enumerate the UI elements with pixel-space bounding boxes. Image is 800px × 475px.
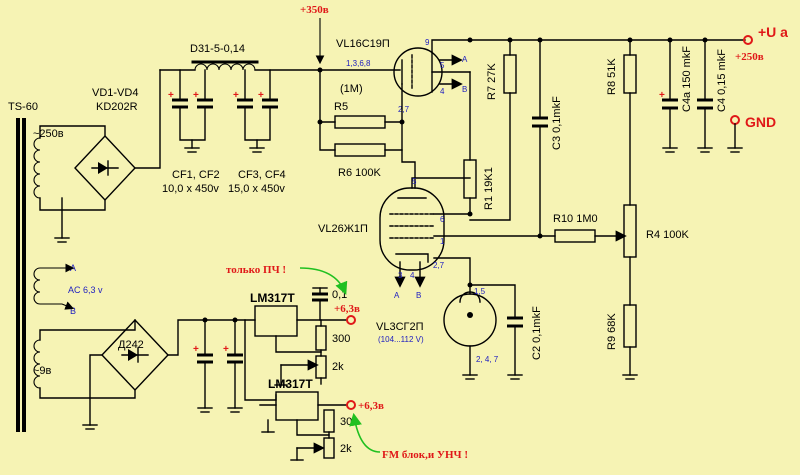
vl1-pin5: 5 bbox=[440, 61, 445, 70]
vl3-top-pins: 1,5 bbox=[474, 287, 486, 296]
transformer-name: TS-60 bbox=[8, 101, 38, 113]
svg-text:+: + bbox=[258, 90, 264, 101]
vl2-pin6: 6 bbox=[440, 215, 445, 224]
bridge-hv bbox=[74, 69, 161, 202]
c3-label: C3 0,1mkF bbox=[551, 96, 563, 150]
bridge-lv-name: Д242 bbox=[118, 339, 144, 351]
resistor-r6 bbox=[334, 143, 386, 157]
vl2-pin1: 1 bbox=[440, 237, 445, 246]
bridge-hv-name: VD1-VD4 bbox=[92, 87, 138, 99]
vl1-pin4: 4 bbox=[440, 87, 445, 96]
resistor-r5 bbox=[334, 115, 386, 129]
regulator-1 bbox=[254, 305, 298, 337]
resistor-r8 bbox=[623, 54, 637, 94]
r1-label: R1 19K1 bbox=[483, 167, 495, 210]
c4a-label: C4a 150 mkF bbox=[681, 46, 693, 112]
choke-inductor bbox=[191, 60, 259, 71]
vl1-cathode-pins: 2,7 bbox=[398, 105, 410, 114]
tube-vl1 bbox=[393, 47, 471, 97]
r5-value: (1M) bbox=[340, 83, 363, 95]
vl2-out-a: A bbox=[394, 291, 400, 300]
cf3-cf4-value: 15,0 х 450v bbox=[228, 183, 285, 195]
tube-vl3 bbox=[443, 284, 497, 376]
c4-label: C4 0,15 mkF bbox=[716, 49, 728, 112]
reg2-r-bot bbox=[323, 437, 335, 459]
cf1-cf2-name: CF1, CF2 bbox=[172, 169, 220, 181]
svg-text:+: + bbox=[193, 90, 199, 101]
r10-label: R10 1M0 bbox=[553, 213, 598, 225]
regulator-2 bbox=[275, 391, 319, 421]
reg1-r-top bbox=[315, 325, 327, 351]
vl3-bottom-pins: 2, 4, 7 bbox=[476, 355, 499, 364]
reg1-output: +6,3в bbox=[334, 303, 360, 315]
lv-winding-label: ~9в bbox=[33, 365, 52, 377]
r9-label: R9 68K bbox=[606, 313, 618, 350]
r6-label: R6 100K bbox=[338, 167, 381, 179]
out-gnd-label: GND bbox=[745, 114, 776, 130]
svg-text:+: + bbox=[233, 90, 239, 101]
note-fm-block: FM блок,и УНЧ ! bbox=[382, 449, 468, 461]
vl1-out-a: A bbox=[462, 55, 468, 64]
resistor-r7 bbox=[503, 54, 517, 94]
hv-winding-label: ~250в bbox=[33, 128, 64, 140]
supply-voltage-label: +350в bbox=[300, 4, 329, 16]
capacitors-cf1-cf2: ++ bbox=[168, 69, 213, 153]
vl1-name: VL16С19П bbox=[336, 38, 390, 50]
choke-label: D31-5-0,14 bbox=[190, 43, 245, 55]
cf1-cf2-value: 10,0 х 450v bbox=[162, 183, 219, 195]
reg2-name: LM317T bbox=[268, 377, 313, 391]
filament-voltage-label: AC 6,3 v bbox=[68, 285, 103, 295]
vl2-pin3: 3 bbox=[398, 271, 403, 280]
reg1-r-bot-label: 2k bbox=[332, 361, 344, 373]
reg2-output: +6,3в bbox=[358, 400, 384, 412]
reg1-r-top-label: 300 bbox=[332, 333, 350, 345]
note-if-only: только ПЧ ! bbox=[226, 264, 286, 276]
ground-symbol-1 bbox=[54, 237, 70, 243]
capacitors-cf3-cf4: ++ bbox=[233, 69, 278, 153]
reg1-name: LM317T bbox=[250, 291, 295, 305]
vl2-pin4: 4 bbox=[410, 271, 415, 280]
resistor-r9 bbox=[623, 304, 637, 348]
reg2-r-bot-label: 2k bbox=[340, 443, 352, 455]
vl2-name: VL26Ж1П bbox=[318, 223, 368, 235]
reg2-r-top bbox=[323, 409, 335, 433]
transformer bbox=[16, 118, 41, 432]
r8-label: R8 51K bbox=[606, 58, 618, 95]
r7-label: R7 27K bbox=[486, 63, 498, 100]
resistor-r10 bbox=[554, 229, 596, 243]
svg-text:+: + bbox=[659, 90, 665, 101]
vl1-grid-pins: 1,3,6,8 bbox=[346, 59, 371, 68]
vl2-pin5: 5 bbox=[412, 177, 417, 186]
cf3-cf4-name: CF3, CF4 bbox=[238, 169, 286, 181]
out-plus-ua: +U a bbox=[758, 24, 788, 40]
svg-text:+: + bbox=[193, 344, 199, 355]
filament-b-label: B bbox=[70, 306, 76, 316]
vl1-anode-pin: 9 bbox=[425, 38, 430, 47]
resistor-r1 bbox=[463, 159, 477, 199]
vl2-out-b: B bbox=[416, 291, 421, 300]
vl2-pin27: 2,7 bbox=[433, 261, 445, 270]
vl3-range: (104...112 V) bbox=[378, 335, 424, 344]
vl3-name: VL3СГ2П bbox=[376, 321, 424, 333]
c2-label: C2 0,1mkF bbox=[531, 306, 543, 360]
r5-name: R5 bbox=[334, 101, 348, 113]
reg1-r-bot bbox=[315, 355, 327, 379]
svg-text:+: + bbox=[223, 344, 229, 355]
resistor-r4 bbox=[623, 204, 637, 258]
bridge-hv-type: KD202R bbox=[96, 101, 138, 113]
r4-label: R4 100K bbox=[646, 229, 689, 241]
vl1-out-b: B bbox=[462, 85, 467, 94]
out-plus-voltage: +250в bbox=[735, 51, 764, 63]
svg-text:+: + bbox=[168, 90, 174, 101]
